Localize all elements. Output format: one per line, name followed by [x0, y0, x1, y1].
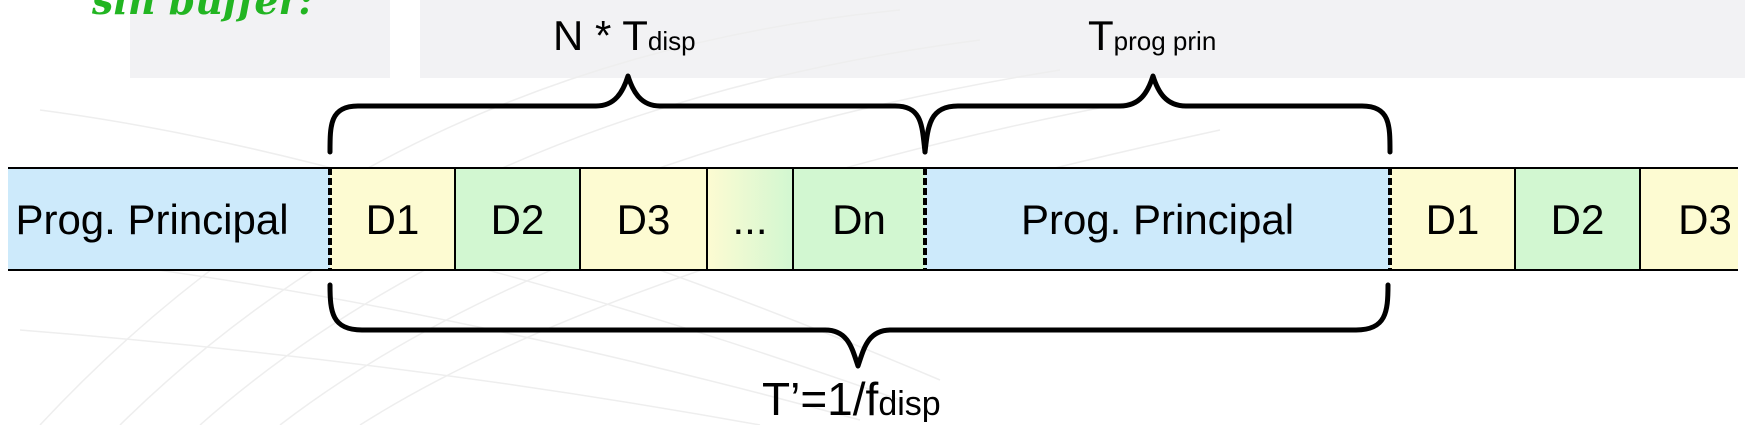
- segment-4-label: D3: [617, 196, 671, 243]
- label-t-prog-prin: Tprog prin: [1088, 12, 1217, 59]
- segment-7-box: [925, 168, 1390, 270]
- segment-2-label: D1: [366, 196, 420, 243]
- segment-8-box: [1390, 168, 1515, 270]
- segment-10-box: [1640, 168, 1738, 270]
- segment-1-label: Prog. Principal: [15, 196, 288, 243]
- segment-6-label: Dn: [832, 196, 886, 243]
- segment-2-box: [330, 168, 455, 270]
- segment-5-box: [707, 168, 793, 270]
- brace-top-right: [922, 73, 1393, 155]
- segment-6-box: [793, 168, 925, 270]
- segment-3-box: [455, 168, 580, 270]
- brace-top-left: [327, 73, 928, 155]
- segment-5-label: ...: [732, 196, 767, 243]
- segment-7-label: Prog. Principal: [1021, 196, 1294, 243]
- segment-3-label: D2: [491, 196, 545, 243]
- segment-1-box: [8, 168, 330, 270]
- segment-4-box: [580, 168, 707, 270]
- segment-9-box: [1515, 168, 1640, 270]
- label-n-t-disp: N * Tdisp: [553, 12, 696, 59]
- header-fragment-text: sin buffer:: [92, 0, 313, 23]
- segment-8-label: D1: [1426, 196, 1480, 243]
- segment-10-label: D3: [1678, 196, 1732, 243]
- label-t-prime-period: T’=1/fdisp: [762, 373, 941, 425]
- segment-9-label: D2: [1551, 196, 1605, 243]
- brace-bottom: [327, 282, 1391, 369]
